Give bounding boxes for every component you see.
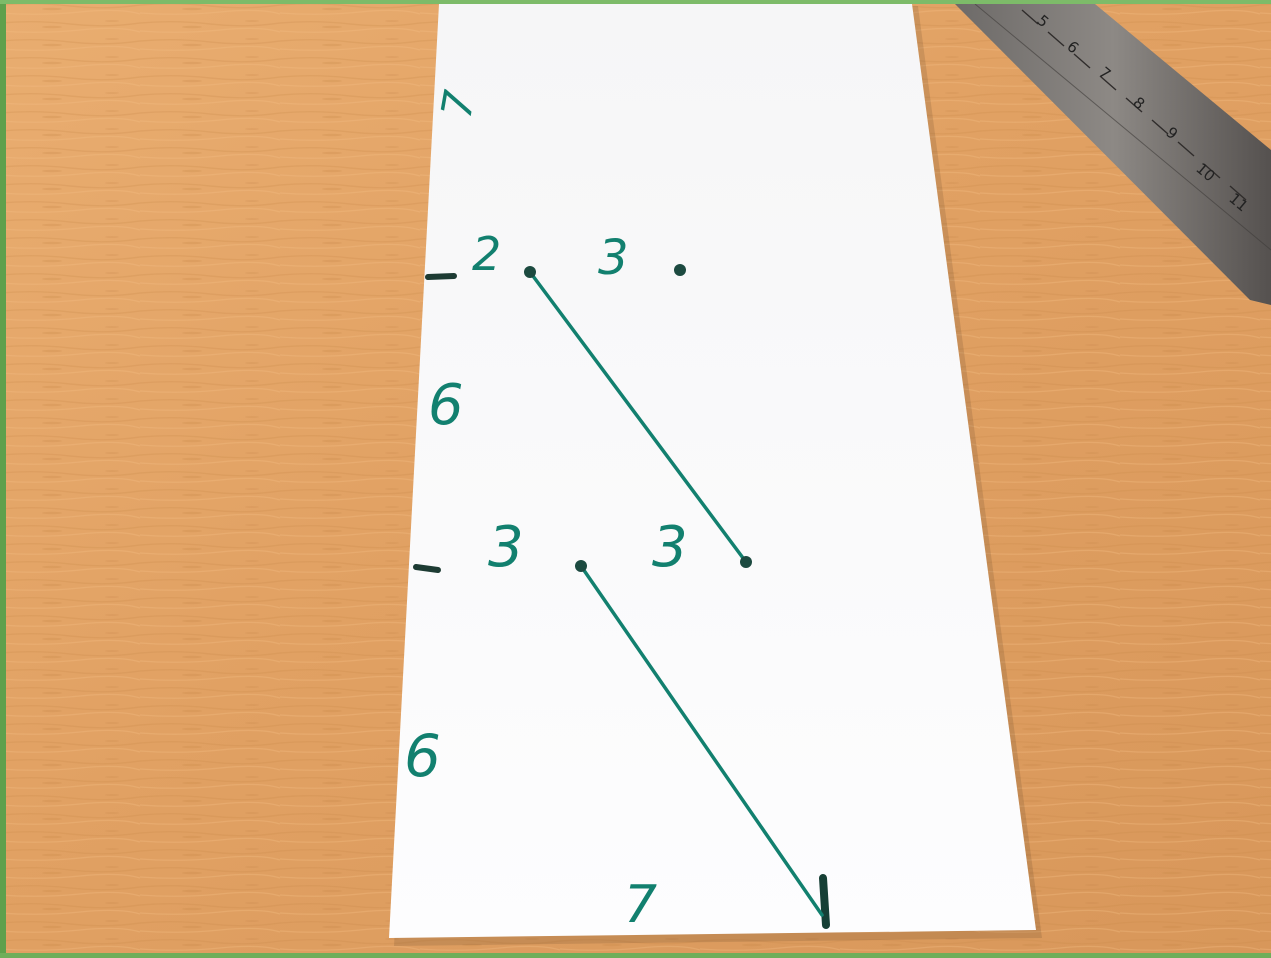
pen-lines (528, 270, 824, 917)
ruler: 5 6 7 8 9 10 11 (955, 3, 1271, 305)
diagonal-line-lower (579, 564, 824, 917)
label-bottom-mark: 7 (624, 875, 657, 935)
dot-upper-right (674, 264, 686, 276)
label-row1-left: 2 (472, 227, 501, 281)
dot-upper-left (524, 266, 536, 278)
dot-lower-right (740, 556, 752, 568)
dot-lower-left (575, 560, 587, 572)
diagonal-line-upper (528, 270, 748, 564)
frame-left-edge (0, 0, 6, 953)
paper-strip (389, 4, 1036, 938)
label-row2-left: 3 (488, 515, 524, 580)
edge-tick-upper (425, 273, 457, 280)
label-row2-right: 3 (652, 515, 688, 580)
pen-dots (524, 264, 752, 572)
ruler-ticks (1021, 9, 1247, 201)
edge-tick-lower (413, 564, 441, 573)
label-row1-right: 3 (598, 230, 629, 286)
frame-top-edge (0, 0, 1271, 4)
label-side-lower: 6 (404, 722, 441, 790)
label-side-upper: 6 (428, 373, 464, 438)
edge-marks (413, 273, 830, 929)
bottom-tick (819, 874, 830, 929)
